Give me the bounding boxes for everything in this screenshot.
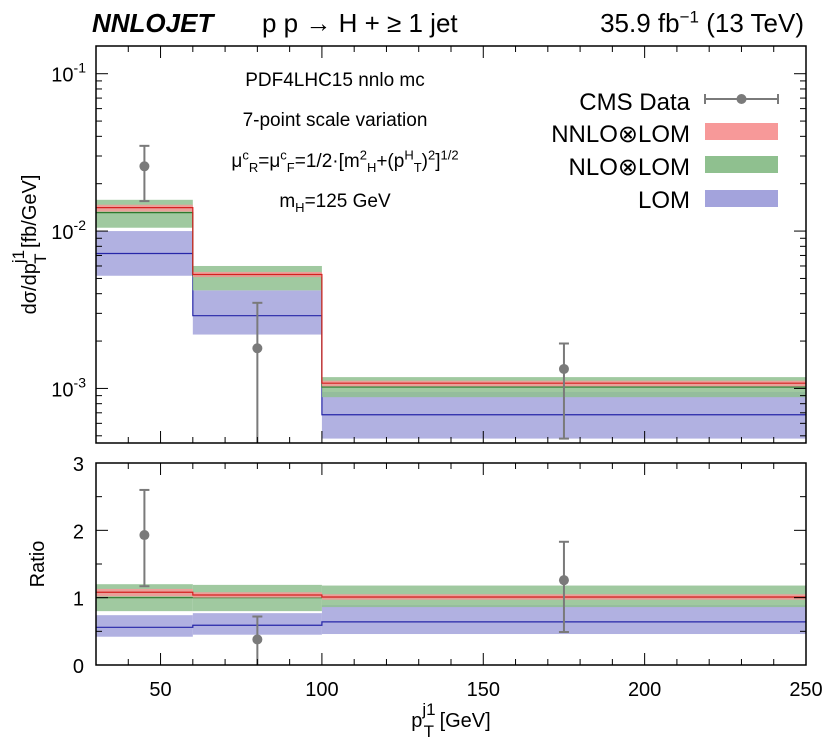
main-ytick-label-0: 10-1	[51, 60, 86, 87]
legend-swatch-cms-data-marker	[736, 94, 747, 104]
legend-swatch-nnlo	[705, 123, 778, 140]
legend-label-cms-data: CMS Data	[579, 89, 690, 116]
ratio-ytick-label-2: 2	[73, 521, 84, 543]
ratio-data-point-2	[558, 575, 569, 586]
annotation-pdf: PDF4LHC15 nnlo mc	[245, 70, 425, 91]
ratio-ylabel: Ratio	[27, 541, 49, 588]
pt-squared: 2	[428, 147, 436, 163]
xtick-label-1: 100	[305, 679, 338, 701]
ratio-ytick-label-3: 3	[73, 454, 84, 476]
mh-squared: 2	[359, 147, 367, 163]
xtick-label-0: 50	[149, 679, 171, 701]
formula-part-4: ]	[435, 151, 441, 172]
mu-symbol: μ	[231, 151, 243, 172]
main-data-points	[139, 144, 569, 443]
mh-value: =125 GeV	[304, 191, 391, 212]
main-data-point-1	[252, 343, 263, 354]
ratio-ytick-label-0: 0	[73, 656, 84, 678]
ratio-bands	[96, 584, 806, 637]
ratio-ytick-label-1: 1	[73, 589, 84, 611]
main-data-point-2	[558, 363, 569, 374]
mu-r-sup: c	[242, 147, 249, 163]
header-brand: NNLOJET	[92, 8, 214, 38]
mh-label-sub: H	[295, 199, 305, 215]
lumi-exponent: −1	[679, 7, 699, 27]
formula-part-1: =1/2·[m	[294, 151, 360, 172]
sqrt-exponent: 1/2	[440, 147, 459, 163]
main-data-point-0	[139, 161, 150, 172]
main-ytick-label-2: 10-3	[51, 374, 86, 401]
pt-sup: H	[404, 147, 414, 163]
main-bands	[96, 199, 806, 439]
xtick-label-2: 150	[467, 679, 500, 701]
mu-f-sub: F	[286, 159, 295, 175]
legend-swatch-lom	[705, 190, 778, 207]
legend-label-nlo: NLO⊗LOM	[568, 154, 690, 181]
annotation-scale-formula: μcR=μcF=1/2·[m2H+(pHT)2]1/2	[180, 147, 510, 175]
main-ytick-label-1: 10-2	[51, 217, 86, 244]
mu-f-symbol: =μ	[258, 151, 281, 172]
formula-part-3: )	[421, 151, 428, 172]
main-band-nlo-x-lom-bin-1	[192, 265, 322, 291]
energy-label: (13 TeV)	[706, 8, 804, 38]
ratio-data-point-1	[252, 634, 263, 645]
annotation-higgs-mass: mH=125 GeV	[230, 191, 440, 215]
header-process: p p → H + ≥ 1 jet	[262, 8, 458, 38]
header-luminosity: 35.9 fb−1 (13 TeV)	[600, 8, 804, 38]
legend-label-lom: LOM	[637, 187, 690, 214]
legend-swatch-nlo	[705, 156, 778, 173]
annotation-scale: 7-point scale variation	[242, 110, 428, 131]
main-band-nlo-x-lom-bin-0	[96, 199, 193, 228]
mh-symbol: m	[279, 191, 296, 212]
lumi-value: 35.9 fb	[600, 8, 680, 38]
xtick-label-3: 200	[628, 679, 661, 701]
ratio-data-points	[139, 488, 569, 665]
main-central-line-nnlo-x-lom	[96, 206, 806, 384]
mu-f-sup: c	[280, 147, 287, 163]
formula-part-2: +(p	[376, 151, 405, 172]
ratio-data-point-0	[139, 530, 150, 541]
legend-swatches	[704, 94, 779, 207]
ratio-band-lom-bin-0	[96, 615, 193, 637]
xtick-label-4: 250	[789, 679, 822, 701]
pt-sub: T	[413, 159, 422, 175]
ratio-central-line-nnlo-x-lom	[96, 591, 806, 598]
legend-label-nnlo: NNLO⊗LOM	[551, 121, 690, 148]
mh-sub: H	[366, 159, 377, 175]
mu-r-sub: R	[248, 159, 259, 175]
